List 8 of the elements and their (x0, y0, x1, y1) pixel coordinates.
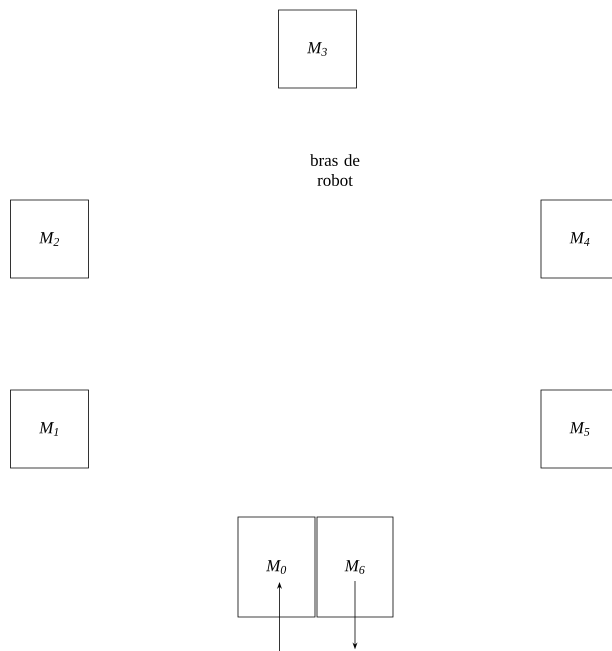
machine-box: M$_{1}$ (10, 390, 89, 468)
machine-box: M$_{2}$ (10, 200, 89, 278)
machine-box: M$_{6}$ (316, 516, 394, 618)
machine-box: M$_{5}$ (540, 390, 612, 468)
machine-box: M$_{3}$ (278, 10, 357, 88)
arm-label: bras de robot (310, 154, 360, 186)
machine-box: M$_{4}$ (540, 200, 612, 278)
machine-box: M$_{0}$ (238, 516, 316, 618)
